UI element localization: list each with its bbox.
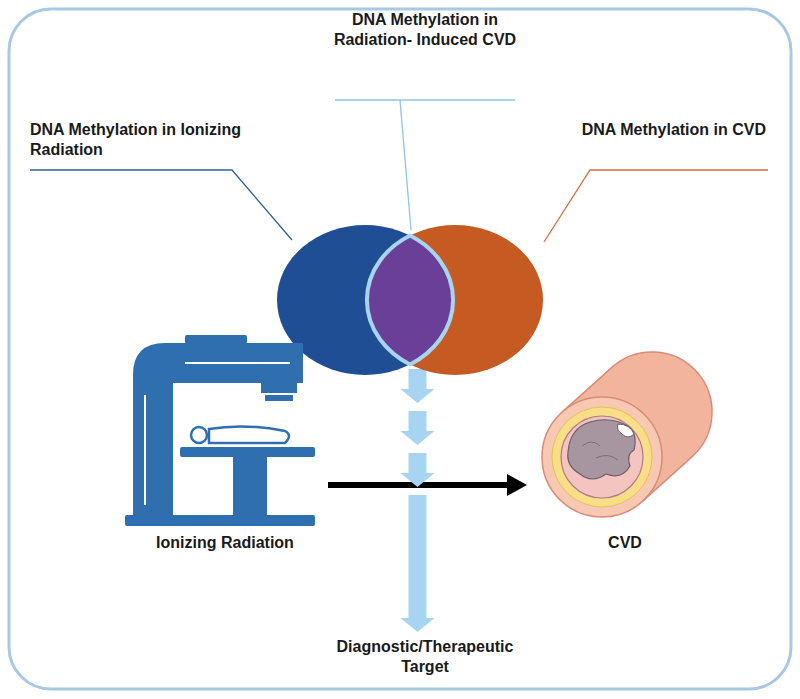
- arrow-chunk: [401, 411, 435, 445]
- arrow-chunk: [401, 453, 435, 487]
- node-label: DNA Methylation in Ionizing Radiation: [30, 120, 245, 160]
- leader-line: [544, 170, 768, 242]
- label-holder: DNA Methylation in Ionizing Radiation: [30, 120, 245, 160]
- radiation-machine-icon: Ionizing Radiation: [125, 335, 325, 565]
- arrow-head: [507, 474, 527, 496]
- leader-line: [335, 100, 515, 230]
- frame-border: [9, 9, 791, 689]
- connector-arrow: [401, 369, 435, 632]
- artery-drawing: [542, 352, 712, 517]
- arrow-chunk: [401, 369, 435, 403]
- venn-overlap-outline: [367, 235, 453, 365]
- leader-lines: [30, 100, 768, 242]
- label-holder: CVD: [530, 533, 720, 553]
- leader-line: [30, 170, 292, 240]
- node-label: Diagnostic/Therapeutic Target: [315, 637, 535, 677]
- venn-overlap: DNA Methylation in Radiation- Induced CV…: [367, 235, 453, 365]
- label-holder: DNA Methylation in CVD: [580, 120, 766, 140]
- circle-shape: [277, 225, 453, 375]
- artery-icon: CVD: [530, 362, 720, 562]
- target-box: Diagnostic/Therapeutic Target: [305, 636, 545, 679]
- circle-shape: [367, 225, 543, 375]
- arrow-chunk: [401, 495, 435, 632]
- machine-drawing: [125, 335, 315, 526]
- radiation-machine-icon-outline: [125, 335, 325, 565]
- label-holder: Diagnostic/Therapeutic Target: [315, 637, 535, 677]
- label-holder: Ionizing Radiation: [115, 533, 335, 553]
- label-holder: DNA Methylation in Radiation- Induced CV…: [320, 10, 530, 50]
- node-label: DNA Methylation in CVD: [580, 120, 766, 140]
- node-label: CVD: [530, 533, 720, 553]
- artery-icon-outline: [530, 362, 720, 562]
- node-label: Ionizing Radiation: [115, 533, 335, 553]
- node-label: DNA Methylation in Radiation- Induced CV…: [320, 10, 530, 50]
